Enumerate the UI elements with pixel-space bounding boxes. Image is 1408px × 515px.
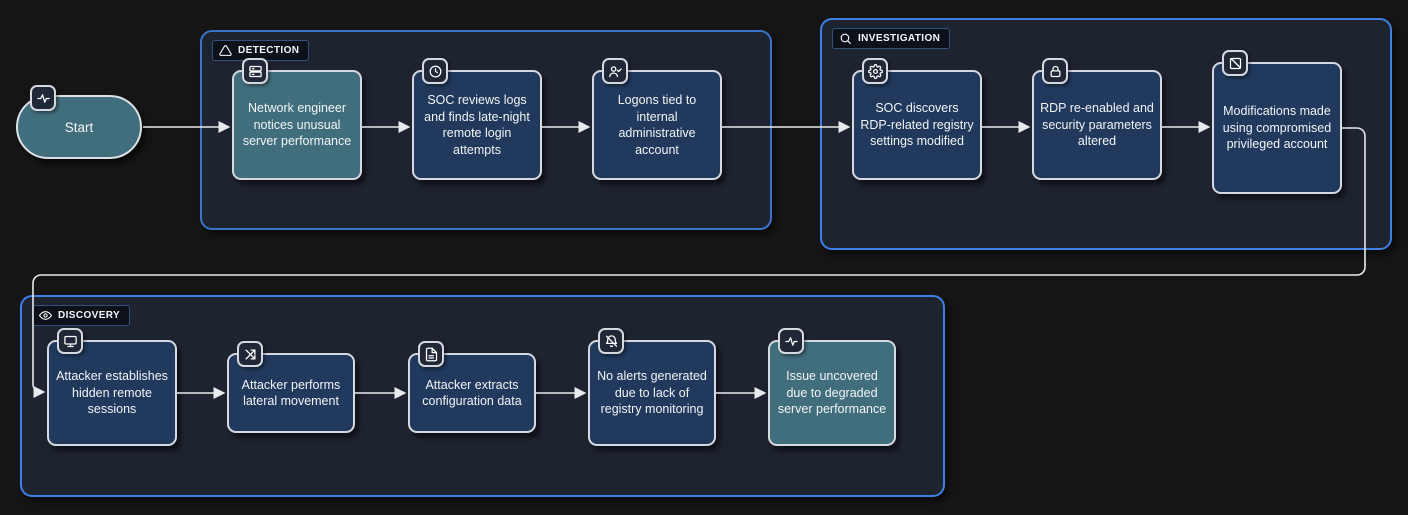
node-label: Attacker establishes hidden remote sessi… <box>56 369 168 417</box>
start-label: Start <box>64 119 94 135</box>
gear-icon <box>862 58 888 84</box>
edit-off-icon <box>1222 50 1248 76</box>
activity-icon <box>778 328 804 354</box>
node-logons-internal-admin: Logons tied to internal administrative a… <box>592 58 722 180</box>
bell-off-icon <box>598 328 624 354</box>
discovery-label: DISCOVERY <box>58 310 121 321</box>
investigation-label-badge: INVESTIGATION <box>832 28 951 49</box>
monitor-icon <box>57 328 83 354</box>
node-rdp-re-enabled: RDP re-enabled and security parameters a… <box>1032 58 1162 180</box>
node-label: Modifications made using compromised pri… <box>1222 104 1332 152</box>
node-soc-reviews-logs: SOC reviews logs and finds late-night re… <box>412 58 542 180</box>
server-icon <box>242 58 268 84</box>
node-hidden-remote-sessions: Attacker establishes hidden remote sessi… <box>47 328 177 446</box>
clock-icon <box>422 58 448 84</box>
node-label: No alerts generated due to lack of regis… <box>597 369 707 417</box>
node-label: RDP re-enabled and security parameters a… <box>1040 101 1154 149</box>
detection-label: DETECTION <box>238 45 300 56</box>
cross-arrows-icon <box>237 341 263 367</box>
lock-icon <box>1042 58 1068 84</box>
node-label: Logons tied to internal administrative a… <box>617 93 697 157</box>
node-registry-settings-modified: SOC discovers RDP-related registry setti… <box>852 58 982 180</box>
activity-icon <box>30 85 56 111</box>
node-issue-uncovered: Issue uncovered due to degraded server p… <box>768 328 896 446</box>
magnifier-icon <box>839 32 852 45</box>
node-label: SOC discovers RDP-related registry setti… <box>860 101 974 149</box>
node-label: SOC reviews logs and finds late-night re… <box>424 93 530 157</box>
discovery-label-badge: DISCOVERY <box>32 305 131 326</box>
node-label: Attacker extracts configuration data <box>422 377 522 409</box>
file-icon <box>418 341 444 367</box>
user-check-icon <box>602 58 628 84</box>
node-label: Issue uncovered due to degraded server p… <box>777 369 887 417</box>
node-modifications-compromised-account: Modifications made using compromised pri… <box>1212 50 1342 194</box>
warning-triangle-icon <box>219 44 232 57</box>
node-extracts-configuration-data: Attacker extracts configuration data <box>408 341 536 433</box>
node-no-alerts-generated: No alerts generated due to lack of regis… <box>588 328 716 446</box>
node-lateral-movement: Attacker performs lateral movement <box>227 341 355 433</box>
node-label: Attacker performs lateral movement <box>241 377 341 409</box>
investigation-label: INVESTIGATION <box>858 33 941 44</box>
node-label: Network engineer notices unusual server … <box>242 101 352 149</box>
start-node: Start <box>16 85 142 159</box>
eye-icon <box>39 309 52 322</box>
node-network-engineer-notices: Network engineer notices unusual server … <box>232 58 362 180</box>
